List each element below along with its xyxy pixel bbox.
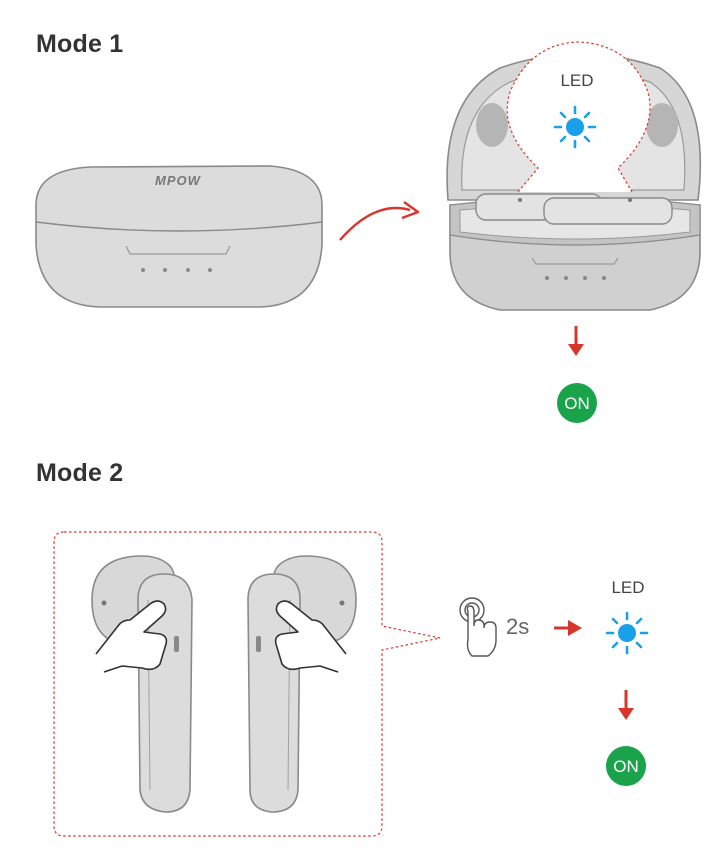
red-arrow-icon <box>618 690 634 720</box>
led-blink-icon <box>553 105 597 149</box>
red-arrow-icon <box>568 326 584 356</box>
mode2-title: Mode 2 <box>36 459 124 487</box>
right-earbud <box>247 555 357 813</box>
tap-hand-icon <box>274 600 347 673</box>
led-blink-icon <box>605 611 649 655</box>
on-badge: ON <box>557 383 597 423</box>
on-label: ON <box>613 757 639 776</box>
led-label: LED <box>611 578 644 597</box>
closed-case: MPOW <box>35 165 323 308</box>
left-earbud <box>91 555 193 813</box>
on-label: ON <box>564 394 590 413</box>
tap-hand-icon <box>95 600 168 673</box>
led-label: LED <box>560 71 593 90</box>
led-callout: LED <box>506 41 651 193</box>
press-duration: 2s <box>506 614 529 639</box>
on-badge: ON <box>606 746 646 786</box>
mode1-title: Mode 1 <box>36 30 124 58</box>
red-arrow-icon <box>554 620 582 636</box>
tap-hand-icon <box>459 597 497 657</box>
curved-arrow-icon <box>339 201 420 241</box>
case-brand-logo: MPOW <box>155 173 202 188</box>
